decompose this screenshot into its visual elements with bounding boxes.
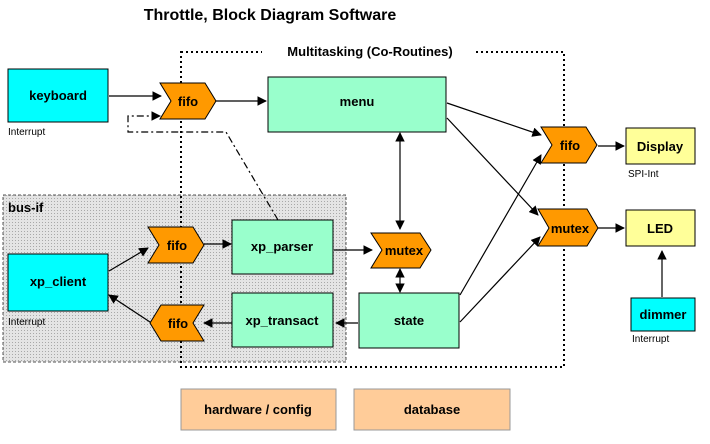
hardware-config-label: hardware / config — [204, 402, 312, 417]
mutex-led-queue: mutex — [537, 208, 599, 247]
fifo-bus-out-label: fifo — [168, 316, 188, 331]
display-label: Display — [637, 139, 684, 154]
display-block: Display — [625, 127, 696, 165]
fifo-keyboard-label: fifo — [178, 94, 198, 109]
xp-client-interrupt-note: Interrupt — [8, 317, 45, 328]
fifo-bus-in-label: fifo — [167, 238, 187, 253]
multitasking-label: Multitasking (Co-Routines) — [287, 44, 452, 59]
arrow-menu-to-fifo-display — [446, 102, 542, 137]
xp-transact-block: xp_transact — [231, 292, 334, 348]
connectors — [108, 91, 667, 328]
database-label: database — [404, 402, 460, 417]
xp-transact-label: xp_transact — [246, 313, 320, 328]
feedback-parser-to-fifo — [127, 111, 279, 221]
fifo-bus-in-queue: fifo — [147, 226, 205, 264]
keyboard-interrupt-note: Interrupt — [8, 127, 45, 138]
arrow-menu-to-mutex-led — [446, 117, 539, 216]
led-block: LED — [625, 209, 696, 247]
fifo-bus-out-queue: fifo — [149, 304, 205, 342]
fifo-keyboard-queue: fifo — [159, 82, 217, 120]
arrow-state-to-mutex-led — [459, 236, 541, 323]
database-block: database — [353, 388, 511, 431]
menu-block: menu — [267, 76, 447, 133]
dimmer-interrupt-note: Interrupt — [632, 334, 669, 345]
dimmer-block: dimmer — [630, 297, 696, 332]
fifo-display-label: fifo — [560, 138, 580, 153]
xp-parser-label: xp_parser — [251, 239, 313, 254]
display-spi-note: SPI-Int — [628, 169, 659, 180]
keyboard-block: keyboard — [7, 68, 109, 123]
mutex-state-label: mutex — [385, 243, 424, 258]
keyboard-label: keyboard — [29, 88, 87, 103]
dimmer-label: dimmer — [640, 307, 687, 322]
led-label: LED — [647, 221, 673, 236]
arrow-fifo-to-xp-client — [108, 294, 151, 323]
mutex-led-label: mutex — [551, 221, 590, 236]
hardware-config-block: hardware / config — [180, 388, 337, 431]
diagram-title: Throttle, Block Diagram Software — [144, 7, 397, 24]
fifo-display-queue: fifo — [540, 126, 598, 164]
arrow-xp-client-to-fifo — [108, 247, 149, 272]
menu-label: menu — [340, 94, 375, 109]
xp-client-label: xp_client — [30, 274, 87, 289]
bus-if-label: bus-if — [8, 200, 44, 215]
mutex-state-queue: mutex — [370, 232, 432, 269]
state-label: state — [394, 313, 424, 328]
arrow-state-to-fifo-display — [459, 154, 542, 296]
xp-parser-block: xp_parser — [231, 219, 334, 275]
xp-client-block: xp_client — [7, 253, 109, 312]
state-block: state — [358, 292, 460, 349]
